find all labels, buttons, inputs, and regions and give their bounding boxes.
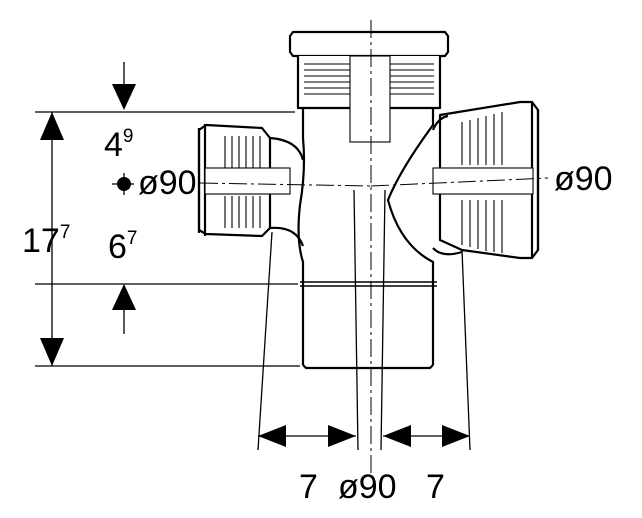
diameter-right-label: ø90 <box>554 160 613 198</box>
branch-axis-right <box>370 177 549 187</box>
left-branch-neck <box>269 136 305 247</box>
dim-total-label: 177 <box>22 222 70 260</box>
main-pipe-right-wall <box>386 108 435 365</box>
diameter-bottom-label: ø90 <box>338 468 397 506</box>
offset-left-label: 7 <box>299 468 318 506</box>
diameter-left-label: ø90 <box>138 164 197 202</box>
right-branch-neck <box>431 114 463 256</box>
offset-right-label: 7 <box>426 468 445 506</box>
fitting-body <box>197 30 540 370</box>
dimension-lines <box>35 62 471 451</box>
main-pipe-left-wall <box>297 108 306 365</box>
thread-hatching <box>204 55 534 253</box>
spigot-bead <box>300 281 437 287</box>
dimension-arrowheads <box>40 84 470 447</box>
centre-lines <box>199 20 549 475</box>
top-socket-collar <box>288 30 450 58</box>
bottom-spigot-end <box>302 364 434 370</box>
dim-bottom-label: 67 <box>108 228 138 266</box>
dim-top-label: 49 <box>104 126 134 164</box>
